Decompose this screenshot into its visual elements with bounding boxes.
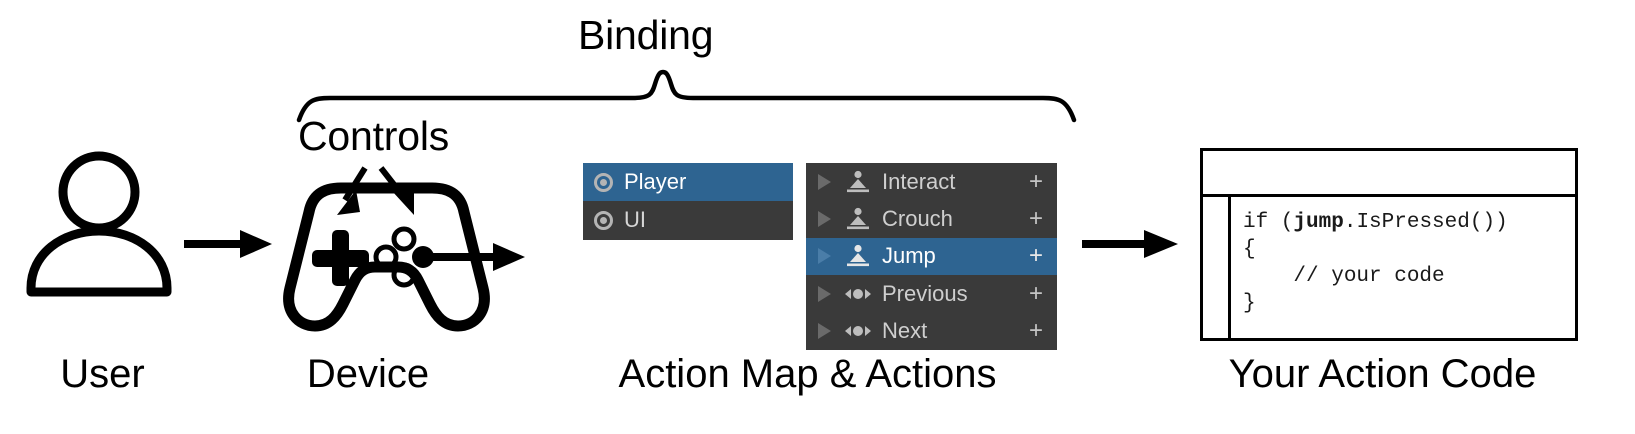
add-binding-button[interactable]: + xyxy=(1028,317,1043,345)
axis-action-icon xyxy=(845,282,871,306)
gamepad-body-icon xyxy=(283,182,490,332)
dpad-icon xyxy=(312,230,369,286)
radio-button-icon xyxy=(594,210,613,230)
add-binding-button[interactable]: + xyxy=(1028,205,1043,233)
arrow-actions-to-code-icon xyxy=(1082,230,1178,258)
chevron-right-icon[interactable] xyxy=(818,173,831,190)
add-binding-button[interactable]: + xyxy=(1028,279,1043,307)
action-label: Previous xyxy=(882,280,968,306)
action-map-row-ui[interactable]: UI xyxy=(583,201,793,239)
action-row-jump[interactable]: Jump + xyxy=(806,237,1057,276)
action-label: Crouch xyxy=(882,206,953,232)
button-action-icon xyxy=(845,244,871,268)
code-text[interactable]: if (jump.IsPressed()) { // your code } xyxy=(1243,211,1508,315)
person-head-icon xyxy=(58,151,140,233)
code-window-titlebar xyxy=(1203,151,1575,197)
caption-user: User xyxy=(60,352,145,396)
code-gutter xyxy=(1203,197,1231,341)
radio-button-icon xyxy=(594,172,613,192)
action-map-row-player[interactable]: Player xyxy=(583,163,793,201)
code-window-body: if (jump.IsPressed()) { // your code } xyxy=(1203,197,1575,341)
action-map-panel: Player UI xyxy=(583,163,793,240)
action-map-label: UI xyxy=(624,207,646,232)
action-label: Jump xyxy=(882,243,936,269)
caption-your-action-code: Your Action Code xyxy=(1228,352,1537,396)
action-map-label: Player xyxy=(624,169,687,194)
actions-panel: Interact + Crouch + xyxy=(806,163,1057,350)
action-row-interact[interactable]: Interact + xyxy=(806,163,1057,200)
code-window: if (jump.IsPressed()) { // your code } xyxy=(1200,148,1578,341)
action-label: Next xyxy=(882,318,928,344)
person-icon xyxy=(26,151,172,297)
arrow-user-to-device-icon xyxy=(184,230,272,258)
binding-annotation-label: Binding xyxy=(578,12,714,58)
caption-device: Device xyxy=(306,352,430,396)
button-action-icon xyxy=(845,207,871,231)
action-row-previous[interactable]: Previous + xyxy=(806,275,1057,312)
action-row-next[interactable]: Next + xyxy=(806,313,1057,350)
action-label: Interact xyxy=(882,168,956,194)
action-row-crouch[interactable]: Crouch + xyxy=(806,200,1057,237)
arrow-device-to-actionmap-icon xyxy=(423,243,525,271)
chevron-right-icon[interactable] xyxy=(818,285,831,302)
controls-pointer-arrows-icon xyxy=(337,166,414,215)
person-body-icon xyxy=(26,226,172,297)
chevron-right-icon[interactable] xyxy=(818,211,831,228)
chevron-right-icon[interactable] xyxy=(818,248,831,265)
chevron-right-icon[interactable] xyxy=(818,323,831,340)
face-buttons-icon xyxy=(373,226,434,288)
axis-action-icon xyxy=(845,319,871,343)
controls-annotation-label: Controls xyxy=(298,113,450,159)
add-binding-button[interactable]: + xyxy=(1028,242,1043,270)
gamepad-icon xyxy=(283,182,490,332)
caption-action-map: Action Map & Actions xyxy=(618,352,997,396)
add-binding-button[interactable]: + xyxy=(1028,167,1043,195)
button-action-icon xyxy=(845,170,871,194)
